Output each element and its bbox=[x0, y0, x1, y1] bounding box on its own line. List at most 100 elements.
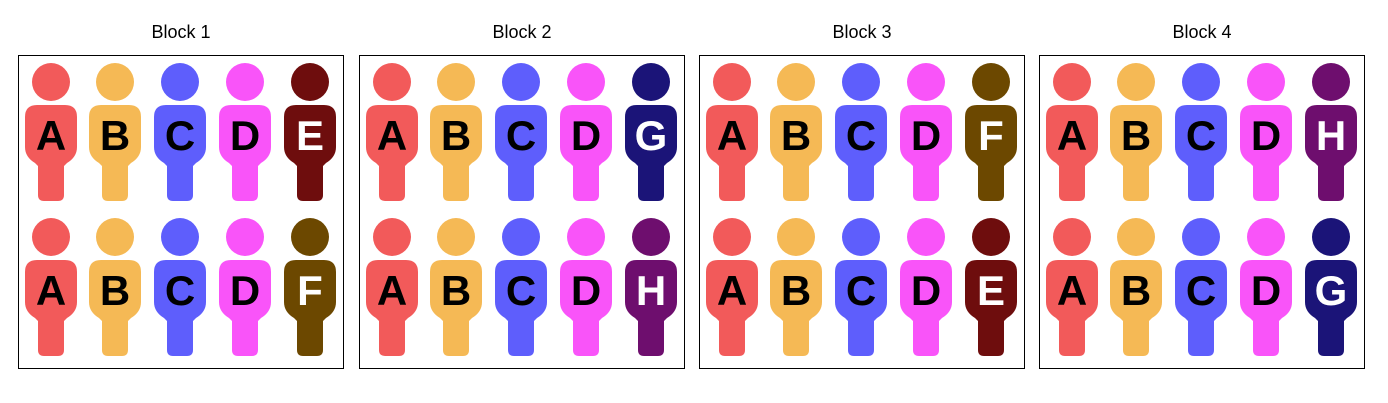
person-body-icon bbox=[25, 260, 77, 356]
person-A-block-2-row-1: A bbox=[366, 63, 418, 201]
person-body-icon bbox=[1305, 260, 1357, 356]
person-label: C bbox=[846, 112, 876, 159]
person-label: C bbox=[165, 267, 195, 314]
person-body-icon bbox=[1046, 105, 1098, 201]
person-D-block-3-row-1: D bbox=[900, 63, 952, 201]
person-C-block-1-row-2: C bbox=[154, 218, 206, 356]
person-body-icon bbox=[900, 105, 952, 201]
person-label: E bbox=[977, 267, 1005, 314]
person-body-icon bbox=[706, 105, 758, 201]
person-head-icon bbox=[907, 218, 945, 256]
person-head-icon bbox=[632, 218, 670, 256]
person-body-icon bbox=[495, 105, 547, 201]
person-head-icon bbox=[972, 63, 1010, 101]
person-D-block-1-row-1: D bbox=[219, 63, 271, 201]
person-body-icon bbox=[1110, 260, 1162, 356]
person-F-block-3-row-1: F bbox=[965, 63, 1017, 201]
person-label: B bbox=[781, 112, 811, 159]
person-H-block-4-row-1: H bbox=[1305, 63, 1357, 201]
person-G-block-2-row-1: G bbox=[625, 63, 677, 201]
person-head-icon bbox=[96, 218, 134, 256]
person-A-block-1-row-2: A bbox=[25, 218, 77, 356]
person-G-block-4-row-2: G bbox=[1305, 218, 1357, 356]
person-body-icon bbox=[219, 105, 271, 201]
person-body-icon bbox=[1046, 260, 1098, 356]
person-label: D bbox=[1251, 112, 1281, 159]
person-body-icon bbox=[154, 105, 206, 201]
person-label: A bbox=[1057, 267, 1087, 314]
person-body-icon bbox=[625, 105, 677, 201]
person-body-icon bbox=[154, 260, 206, 356]
person-label: H bbox=[1316, 112, 1346, 159]
person-label: E bbox=[296, 112, 324, 159]
person-body-icon bbox=[1175, 260, 1227, 356]
person-C-block-4-row-2: C bbox=[1175, 218, 1227, 356]
person-B-block-3-row-2: B bbox=[770, 218, 822, 356]
person-label: D bbox=[1251, 267, 1281, 314]
person-head-icon bbox=[32, 63, 70, 101]
person-label: D bbox=[230, 112, 260, 159]
person-label: H bbox=[636, 267, 666, 314]
person-body-icon bbox=[1305, 105, 1357, 201]
person-E-block-3-row-2: E bbox=[965, 218, 1017, 356]
person-B-block-1-row-2: B bbox=[89, 218, 141, 356]
person-head-icon bbox=[777, 63, 815, 101]
person-head-icon bbox=[226, 63, 264, 101]
person-body-icon bbox=[430, 105, 482, 201]
person-head-icon bbox=[713, 218, 751, 256]
person-D-block-4-row-2: D bbox=[1240, 218, 1292, 356]
person-head-icon bbox=[777, 218, 815, 256]
person-label: C bbox=[1186, 112, 1216, 159]
person-head-icon bbox=[1053, 218, 1091, 256]
person-head-icon bbox=[161, 218, 199, 256]
person-head-icon bbox=[713, 63, 751, 101]
person-A-block-1-row-1: A bbox=[25, 63, 77, 201]
person-head-icon bbox=[161, 63, 199, 101]
person-label: A bbox=[377, 267, 407, 314]
person-B-block-2-row-1: B bbox=[430, 63, 482, 201]
person-head-icon bbox=[567, 63, 605, 101]
person-head-icon bbox=[1312, 63, 1350, 101]
person-head-icon bbox=[1053, 63, 1091, 101]
person-body-icon bbox=[1110, 105, 1162, 201]
person-label: C bbox=[506, 112, 536, 159]
person-head-icon bbox=[1312, 218, 1350, 256]
person-D-block-3-row-2: D bbox=[900, 218, 952, 356]
person-body-icon bbox=[965, 105, 1017, 201]
person-body-icon bbox=[835, 260, 887, 356]
person-label: C bbox=[846, 267, 876, 314]
person-label: F bbox=[978, 112, 1004, 159]
person-label: A bbox=[36, 267, 66, 314]
person-A-block-3-row-2: A bbox=[706, 218, 758, 356]
person-head-icon bbox=[567, 218, 605, 256]
person-label: F bbox=[297, 267, 323, 314]
person-body-icon bbox=[1175, 105, 1227, 201]
person-head-icon bbox=[842, 63, 880, 101]
person-body-icon bbox=[1240, 260, 1292, 356]
person-label: C bbox=[165, 112, 195, 159]
person-label: B bbox=[1121, 267, 1151, 314]
person-A-block-4-row-1: A bbox=[1046, 63, 1098, 201]
person-E-block-1-row-1: E bbox=[284, 63, 336, 201]
person-D-block-4-row-1: D bbox=[1240, 63, 1292, 201]
person-head-icon bbox=[291, 63, 329, 101]
person-body-icon bbox=[495, 260, 547, 356]
person-label: B bbox=[441, 267, 471, 314]
person-label: D bbox=[911, 112, 941, 159]
person-label: B bbox=[100, 267, 130, 314]
person-C-block-1-row-1: C bbox=[154, 63, 206, 201]
person-body-icon bbox=[625, 260, 677, 356]
person-head-icon bbox=[907, 63, 945, 101]
person-head-icon bbox=[972, 218, 1010, 256]
person-head-icon bbox=[32, 218, 70, 256]
person-body-icon bbox=[560, 105, 612, 201]
person-B-block-2-row-2: B bbox=[430, 218, 482, 356]
person-body-icon bbox=[366, 260, 418, 356]
person-body-icon bbox=[965, 260, 1017, 356]
person-body-icon bbox=[900, 260, 952, 356]
person-H-block-2-row-2: H bbox=[625, 218, 677, 356]
person-head-icon bbox=[373, 218, 411, 256]
person-C-block-3-row-1: C bbox=[835, 63, 887, 201]
person-B-block-4-row-1: B bbox=[1110, 63, 1162, 201]
